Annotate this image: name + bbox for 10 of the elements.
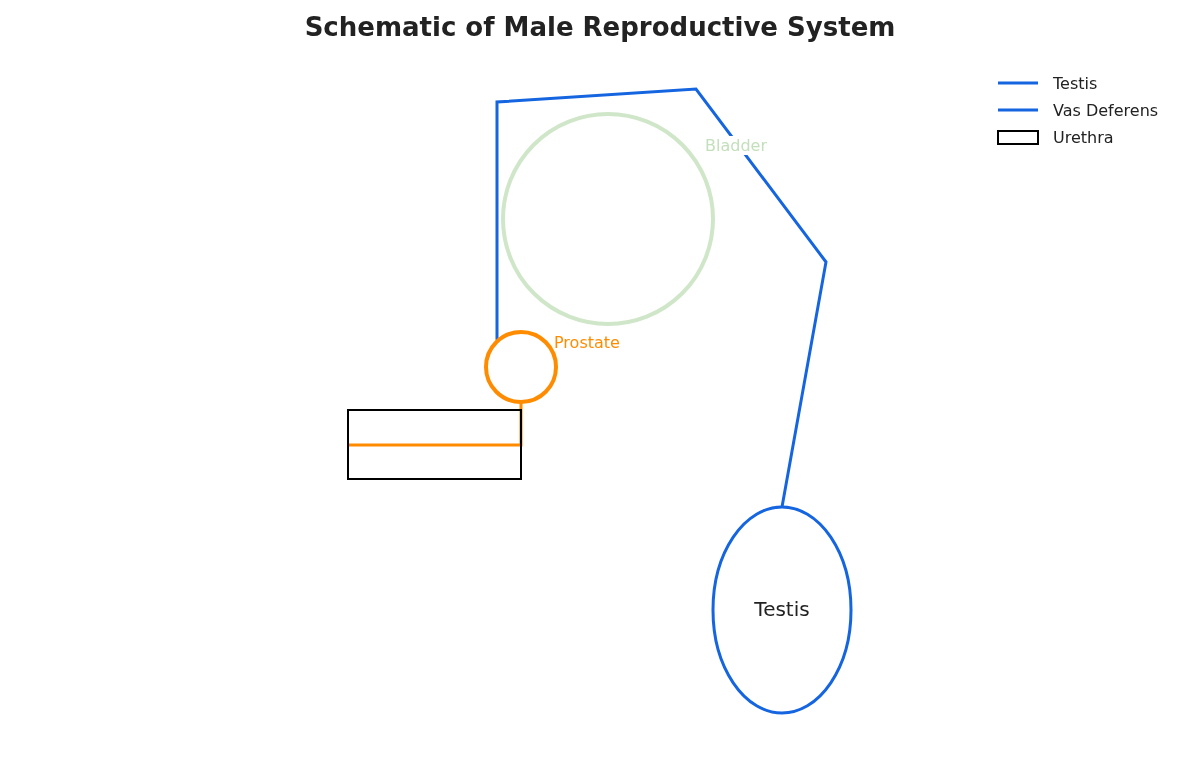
legend-label: Testis [1053,74,1098,93]
duct-line [347,402,523,447]
legend-label: Urethra [1053,128,1114,147]
legend-label: Vas Deferens [1053,101,1159,120]
duct-line [495,87,828,508]
organ-label: Prostate [554,333,620,352]
diagram-title: Schematic of Male Reproductive System [303,12,897,42]
organ-label: Testis [753,597,811,621]
organ-label: Bladder [703,136,769,155]
urethra-box [347,409,522,480]
